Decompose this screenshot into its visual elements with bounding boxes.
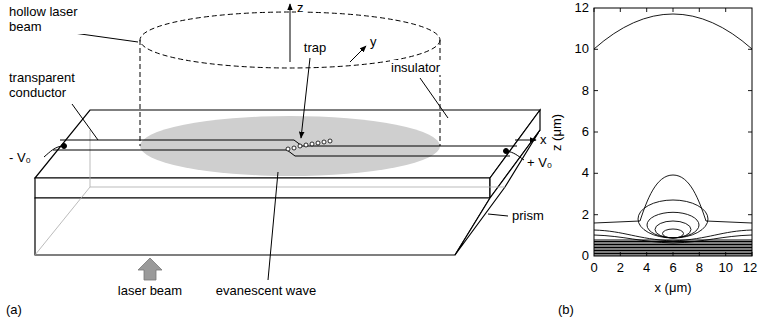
y-axis xyxy=(350,46,366,62)
terminal-dot xyxy=(62,144,67,149)
atom xyxy=(322,140,326,144)
prism-front xyxy=(35,198,490,255)
axis-title: z (μm) xyxy=(550,112,565,151)
prism-assembly xyxy=(35,110,540,255)
tick-label: 4 xyxy=(581,165,590,180)
plot-frame xyxy=(594,8,752,256)
contour-plot xyxy=(594,8,752,256)
tick-label: 12 xyxy=(742,260,758,275)
contour-line xyxy=(594,244,752,245)
contour-line xyxy=(594,253,752,254)
z-axis xyxy=(290,4,291,62)
trap-arrow xyxy=(301,58,310,138)
laser-arrow xyxy=(138,258,162,280)
insulator-side xyxy=(490,110,540,198)
contour-line xyxy=(594,247,752,248)
insulator-front xyxy=(35,178,490,198)
tick-label: 10 xyxy=(717,260,733,275)
axis-title: x (μm) xyxy=(653,280,692,295)
part-label: hollow laser beam xyxy=(8,4,95,34)
beam-edge xyxy=(140,40,141,146)
atom xyxy=(292,146,296,150)
insulator-top xyxy=(35,110,540,178)
panel-label: (b) xyxy=(557,302,575,317)
beam-edge xyxy=(440,40,441,146)
tick-label: 8 xyxy=(695,260,704,275)
part-label: laser beam xyxy=(117,283,183,298)
tick-label: 6 xyxy=(668,260,677,275)
contour-line xyxy=(594,250,752,251)
atom xyxy=(328,139,332,143)
axes-and-leaders xyxy=(44,4,536,280)
leader-line xyxy=(72,104,98,140)
axis-name: z xyxy=(296,0,305,15)
voltage-label: - V₀ xyxy=(8,150,32,165)
tick-label: 10 xyxy=(574,41,590,56)
panel-label: (a) xyxy=(5,302,23,317)
contour-line xyxy=(594,235,752,243)
tick-marks xyxy=(594,8,752,256)
part-label: trap xyxy=(303,40,327,55)
atoms xyxy=(286,139,332,151)
contour-line xyxy=(647,212,699,237)
axis-name: y xyxy=(369,34,378,49)
tick-label: 12 xyxy=(574,0,590,15)
contour-line xyxy=(594,246,752,247)
dense-contours xyxy=(594,240,752,255)
contour-line xyxy=(594,252,752,253)
leader-line xyxy=(268,172,278,280)
contour-line xyxy=(594,14,752,49)
atom xyxy=(286,147,290,151)
wire xyxy=(506,151,524,160)
contour-line xyxy=(594,175,752,223)
part-label: transparent conductor xyxy=(8,70,95,100)
x-axis xyxy=(515,140,536,141)
tick-label: 0 xyxy=(589,260,598,275)
tick-label: 2 xyxy=(616,260,625,275)
prism-face xyxy=(455,130,540,255)
leader-line xyxy=(420,78,448,118)
atom xyxy=(298,144,302,148)
part-label: insulator xyxy=(390,60,441,75)
contour-line xyxy=(594,241,752,242)
voltage-label: + V₀ xyxy=(526,155,553,170)
tick-label: 4 xyxy=(642,260,651,275)
part-label: prism xyxy=(511,208,545,223)
tick-label: 2 xyxy=(581,207,590,222)
atom xyxy=(316,141,320,145)
atom xyxy=(304,143,308,147)
leader-line xyxy=(488,214,508,216)
contour-line xyxy=(594,240,752,241)
atom xyxy=(310,142,314,146)
tick-label: 8 xyxy=(581,83,590,98)
terminal-dot xyxy=(504,149,509,154)
contour-line xyxy=(638,200,708,238)
axis-name: x xyxy=(539,132,548,147)
contour-line xyxy=(663,229,684,238)
contour-line xyxy=(594,249,752,250)
part-label: evanescent wave xyxy=(215,283,317,298)
contour-line xyxy=(594,255,752,256)
tick-label: 6 xyxy=(581,124,590,139)
contour-line xyxy=(655,221,691,238)
conductor-edge xyxy=(53,150,510,156)
contour-line xyxy=(594,243,752,244)
wire xyxy=(44,146,64,157)
conductor-edge xyxy=(60,140,517,146)
contour-line xyxy=(594,230,752,241)
hidden-edges xyxy=(35,130,505,255)
